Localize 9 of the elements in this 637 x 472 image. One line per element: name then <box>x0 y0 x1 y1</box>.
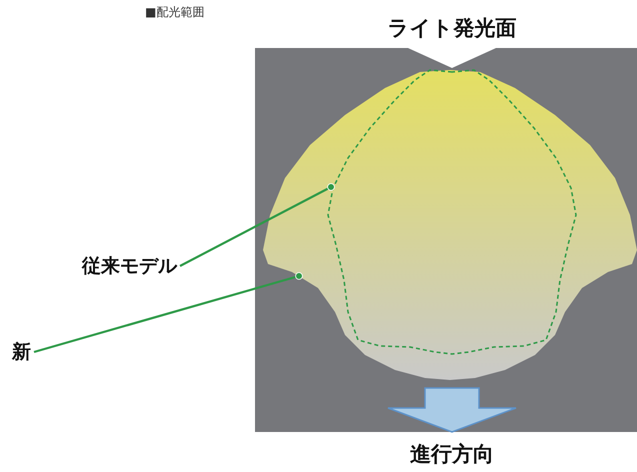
leader-line <box>180 183 335 267</box>
direction-label: 進行方向 <box>410 440 494 468</box>
leader-line <box>34 272 303 354</box>
section-heading: ■配光範囲 <box>145 4 204 21</box>
pointer-label: 新 <box>12 339 31 365</box>
pointer-label: 従来モデル <box>82 253 177 279</box>
light-surface-label: ライト発光面 <box>388 14 516 42</box>
light-beam-area <box>263 69 637 380</box>
dashed-outline <box>327 69 577 355</box>
